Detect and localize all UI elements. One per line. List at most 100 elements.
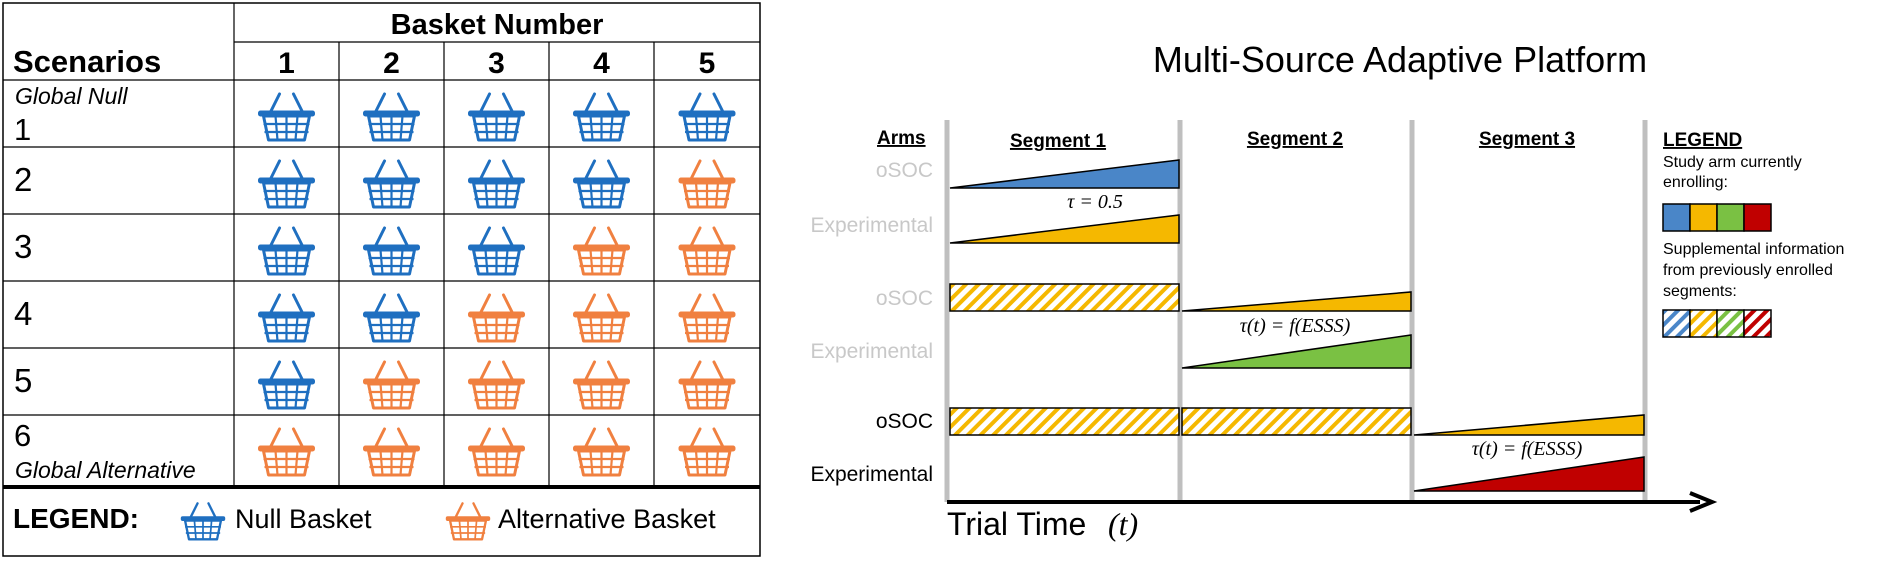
- segment-2-header: Segment 2: [1247, 129, 1343, 150]
- platform-title: Multi-Source Adaptive Platform: [1153, 39, 1647, 80]
- null-basket-icon: [677, 92, 737, 142]
- basket-number-header: Basket Number: [391, 9, 604, 41]
- scenario-row: 2: [14, 159, 737, 209]
- null-basket-icon: [467, 92, 526, 142]
- arm-label-experimental-1: Experimental: [810, 214, 933, 237]
- platform-legend-title: LEGEND: [1663, 130, 1742, 151]
- scenario-number: 2: [14, 161, 32, 198]
- trial-time-axis-arrowhead: [1689, 491, 1718, 513]
- legend-swatch-blue: [1662, 203, 1691, 232]
- trial-time-variable: (t): [1108, 506, 1138, 542]
- null-basket-icon: [257, 293, 316, 343]
- alternative-basket-icon: [572, 360, 631, 410]
- basket-column-header: 4: [593, 47, 610, 80]
- legend-alt-label: Alternative Basket: [498, 504, 716, 534]
- alternative-basket-icon: [572, 427, 631, 477]
- scenario-number: 6: [14, 418, 31, 453]
- null-basket-icon: [572, 159, 631, 209]
- legend-swatch-hatched-red: [1743, 309, 1772, 338]
- arm-label-osoc-3: oSOC: [876, 410, 933, 433]
- segment-2-osoc-enrollment-wedge: [1181, 291, 1412, 312]
- null-basket-icon: [179, 502, 227, 541]
- platform-diagram: Multi-Source Adaptive Platform Arms Segm…: [810, 39, 1844, 542]
- tau-annotation-segment-2: τ(t) = f(ESSS): [1240, 315, 1351, 337]
- segment-3-experimental-enrollment-wedge: [1413, 456, 1645, 492]
- scenario-number: 4: [14, 295, 32, 332]
- null-basket-icon: [467, 159, 526, 209]
- alternative-basket-icon: [362, 360, 421, 410]
- alternative-basket-icon: [362, 427, 421, 477]
- legend-label: LEGEND:: [13, 503, 139, 534]
- legend-swatch-hatched-green: [1716, 309, 1745, 338]
- alternative-basket-icon: [467, 360, 526, 410]
- null-basket-icon: [362, 159, 421, 209]
- trial-time-label: Trial Time: [947, 506, 1086, 542]
- alternative-basket-icon: [677, 293, 737, 343]
- legend-swatch-hatched-blue: [1662, 309, 1691, 338]
- scenario-note: Global Null: [15, 83, 128, 109]
- legend-null-label: Null Basket: [235, 504, 372, 534]
- alternative-basket-icon: [677, 159, 737, 209]
- arm-label-experimental-2: Experimental: [810, 340, 933, 363]
- table-border: [2, 2, 761, 557]
- alternative-basket-icon: [467, 427, 526, 477]
- segment-1-supplemental-bar-row-3: [949, 407, 1180, 436]
- null-basket-icon: [362, 226, 421, 276]
- arm-label-osoc-1: oSOC: [876, 159, 933, 182]
- scenarios-header: Scenarios: [13, 44, 161, 79]
- scenario-number: 1: [14, 112, 31, 147]
- alternative-basket-icon: [572, 226, 631, 276]
- platform-legend-enrolling-text-2: enrolling:: [1663, 174, 1728, 191]
- legend-swatch-hatched-yellow: [1689, 309, 1718, 338]
- arms-header: Arms: [877, 128, 926, 149]
- segment-1-osoc-enrollment-wedge: [949, 159, 1180, 189]
- scenario-note: Global Alternative: [15, 457, 196, 483]
- null-basket-icon: [362, 92, 421, 142]
- alternative-basket-icon: [572, 293, 631, 343]
- scenario-row: Global Alternative 6: [14, 418, 737, 483]
- segment-1-header: Segment 1: [1010, 131, 1107, 152]
- platform-legend-enrolling-text-1: Study arm currently: [1663, 154, 1802, 171]
- alternative-basket-icon: [444, 502, 492, 541]
- basket-scenario-table: Basket Number Scenarios 1 2 3 4 5 Global Nul…: [2, 2, 761, 557]
- scenario-row: Global Null 1: [14, 83, 737, 147]
- basket-column-header: 5: [699, 47, 716, 80]
- tau-annotation-segment-3: τ(t) = f(ESSS): [1472, 438, 1583, 460]
- scenario-row: 3: [14, 226, 737, 276]
- segment-3-header: Segment 3: [1479, 129, 1575, 150]
- segment-1-supplemental-bar-row-2: [949, 283, 1180, 312]
- legend-swatch-red: [1743, 203, 1772, 232]
- tau-annotation-segment-1: τ = 0.5: [1067, 191, 1123, 213]
- null-basket-icon: [257, 226, 316, 276]
- basket-column-header: 1: [278, 47, 295, 80]
- basket-column-header: 3: [488, 47, 505, 80]
- segment-1-experimental-enrollment-wedge: [949, 214, 1180, 244]
- null-basket-icon: [257, 92, 316, 142]
- legend-swatch-green: [1716, 203, 1745, 232]
- basket-column-headers: 1 2 3 4 5: [278, 47, 715, 80]
- basket-column-header: 2: [383, 47, 400, 80]
- null-basket-icon: [572, 92, 631, 142]
- alternative-basket-icon: [677, 226, 737, 276]
- segment-2-supplemental-bar-row-3: [1181, 407, 1412, 436]
- null-basket-icon: [257, 159, 316, 209]
- scenario-number: 5: [14, 362, 32, 399]
- segment-3-osoc-enrollment-wedge: [1413, 414, 1645, 436]
- alternative-basket-icon: [677, 360, 737, 410]
- alternative-basket-icon: [257, 427, 316, 477]
- platform-legend-supplemental-text-1: Supplemental information: [1663, 241, 1844, 258]
- alternative-basket-icon: [677, 427, 737, 477]
- platform-legend-supplemental-text-3: segments:: [1663, 283, 1737, 300]
- table-grid-lines: [3, 3, 760, 487]
- null-basket-icon: [467, 226, 526, 276]
- arm-label-experimental-3: Experimental: [810, 463, 933, 486]
- scenario-number: 3: [14, 228, 32, 265]
- alternative-basket-icon: [467, 293, 526, 343]
- platform-legend-supplemental-text-2: from previously enrolled: [1663, 262, 1833, 279]
- arm-label-osoc-2: oSOC: [876, 287, 933, 310]
- null-basket-icon: [362, 293, 421, 343]
- legend-swatch-yellow: [1689, 203, 1718, 232]
- scenario-row: 4: [14, 293, 737, 343]
